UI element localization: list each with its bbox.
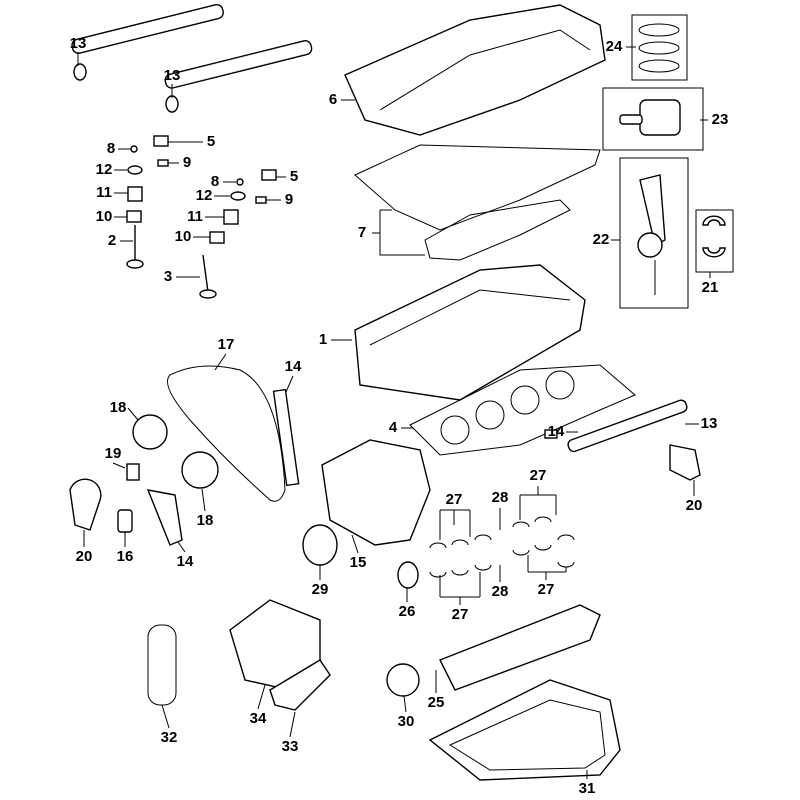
callout-5: 5 <box>207 133 215 150</box>
callout-24: 24 <box>606 38 623 55</box>
sprocket-lower <box>181 451 219 489</box>
callout-18: 18 <box>197 512 214 529</box>
callout-14: 14 <box>548 423 565 440</box>
callout-20: 20 <box>76 548 93 565</box>
callout-2: 2 <box>108 232 116 249</box>
valve-cover <box>344 4 606 136</box>
callout-12: 12 <box>196 187 213 204</box>
callout-11: 11 <box>96 184 112 201</box>
connecting-rod-box <box>619 157 689 309</box>
callout-6: 6 <box>329 91 337 108</box>
callout-4: 4 <box>389 419 398 436</box>
callout-27: 27 <box>452 606 469 623</box>
callout-22: 22 <box>593 231 610 248</box>
callout-21: 21 <box>702 279 719 296</box>
callout-27: 27 <box>530 467 547 484</box>
camshaft-lower <box>164 40 313 113</box>
callout-28: 28 <box>492 489 509 506</box>
seal-29 <box>302 524 338 566</box>
callout-8: 8 <box>107 140 115 157</box>
valve-cover-gasket <box>354 144 601 231</box>
callout-13: 13 <box>70 35 87 52</box>
callout-13: 13 <box>164 67 181 84</box>
timing-chain <box>167 365 286 502</box>
callout-5: 5 <box>290 168 298 185</box>
callout-10: 10 <box>96 208 113 225</box>
chain-guide <box>272 388 300 487</box>
camshaft-upper <box>71 3 224 81</box>
callout-13: 13 <box>701 415 718 432</box>
bearing-shells <box>429 516 575 578</box>
leader-lines <box>77 46 711 779</box>
callout-1: 1 <box>319 331 327 348</box>
callout-9: 9 <box>285 191 293 208</box>
callout-32: 32 <box>161 729 178 746</box>
callout-26: 26 <box>399 603 416 620</box>
piston-box <box>602 87 704 151</box>
callout-8: 8 <box>211 173 219 190</box>
callout-34: 34 <box>250 710 267 727</box>
cylinder-head <box>354 264 586 401</box>
callout-28: 28 <box>492 583 509 600</box>
callout-10: 10 <box>175 228 192 245</box>
callout-9: 9 <box>183 154 191 171</box>
crankshaft <box>439 604 601 691</box>
callout-29: 29 <box>312 581 329 598</box>
head-gasket <box>409 364 636 456</box>
callout-25: 25 <box>428 694 445 711</box>
callout-14: 14 <box>285 358 302 375</box>
sprocket-upper <box>132 414 168 450</box>
callout-18: 18 <box>110 399 127 416</box>
callout-15: 15 <box>350 554 367 571</box>
callout-30: 30 <box>398 713 415 730</box>
pulley <box>386 663 420 697</box>
callout-23: 23 <box>712 111 729 128</box>
callout-27: 27 <box>446 491 463 508</box>
timing-cover <box>321 439 431 546</box>
oil-pump-chain <box>147 624 177 706</box>
callout-19: 19 <box>105 445 122 462</box>
callout-3: 3 <box>164 268 172 285</box>
callout-33: 33 <box>282 738 299 755</box>
callout-11: 11 <box>187 208 203 225</box>
callout-14: 14 <box>177 553 194 570</box>
callout-27: 27 <box>538 581 555 598</box>
bearing-box <box>695 209 734 273</box>
callout-17: 17 <box>218 336 235 353</box>
callout-31: 31 <box>579 780 596 797</box>
callout-7: 7 <box>358 224 366 241</box>
callout-12: 12 <box>96 161 113 178</box>
oil-pan <box>428 679 621 781</box>
callout-20: 20 <box>686 497 703 514</box>
callout-16: 16 <box>117 548 134 565</box>
callout-labels: 13 13 6 24 23 5 8 12 9 5 8 11 12 9 10 11… <box>70 35 729 797</box>
